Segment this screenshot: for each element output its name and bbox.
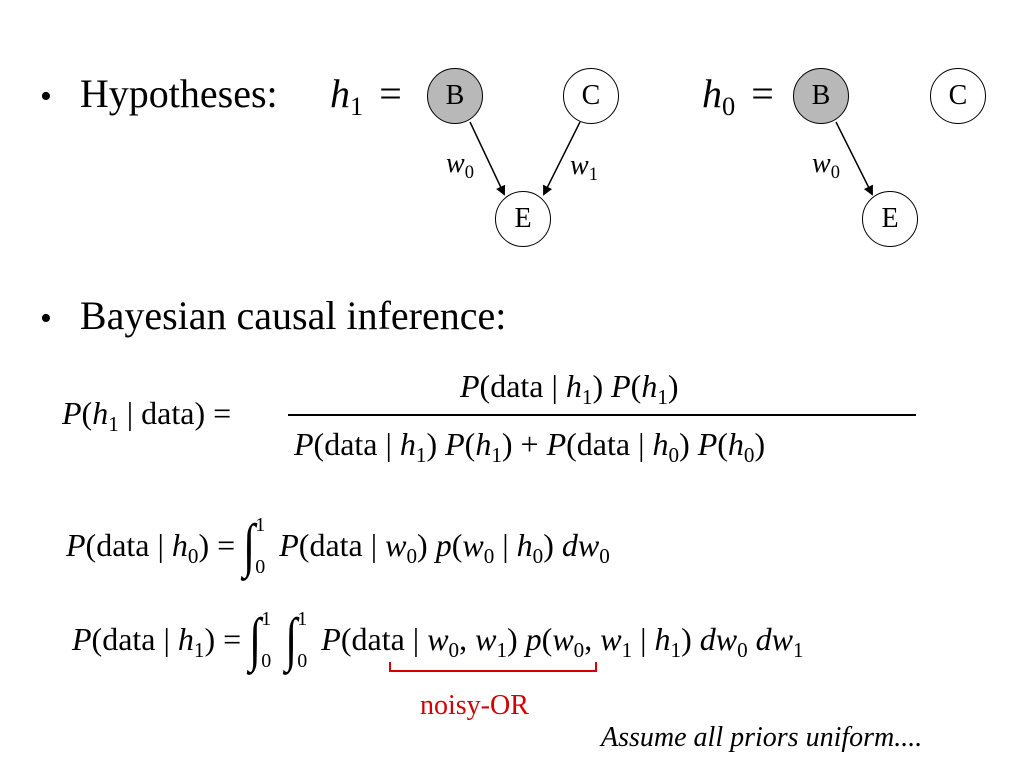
edge-h1-c-e	[543, 121, 581, 196]
hypotheses-bullet: • Hypotheses:	[40, 74, 278, 114]
inference-bullet: • Bayesian causal inference:	[40, 296, 506, 336]
h0-node-b: B	[793, 68, 849, 124]
h1-edge-weight-w0: w0	[446, 148, 474, 182]
bullet-dot: •	[40, 300, 52, 337]
h1-node-e: E	[495, 191, 551, 247]
h0-label: h0 =	[702, 71, 774, 122]
h1-label: h1 =	[330, 71, 402, 122]
noisy-or-label: noisy-OR	[420, 690, 529, 721]
posterior-fraction-bar	[288, 414, 916, 416]
bullet-dot: •	[40, 78, 52, 115]
h0-node-c: C	[930, 68, 986, 124]
hypotheses-label: Hypotheses:	[79, 71, 278, 116]
h0-node-e: E	[862, 191, 918, 247]
inference-label: Bayesian causal inference:	[79, 293, 507, 338]
noisy-or-term: P(data | w0, w1)	[321, 621, 518, 662]
edge-h1-b-e	[469, 121, 506, 196]
posterior-lhs: P(h1 | data) =	[62, 395, 232, 436]
h0-edge-weight-w0: w0	[812, 148, 840, 182]
posterior-denominator: P(data | h1) P(h1) + P(data | h0) P(h0)	[294, 426, 766, 467]
h1-edge-weight-w1: w1	[570, 150, 598, 184]
edge-h0-b-e	[835, 121, 873, 196]
posterior-numerator: P(data | h1) P(h1)	[460, 368, 679, 409]
h1-node-b: B	[427, 68, 483, 124]
graph-edges	[469, 121, 873, 196]
h1-node-c: C	[563, 68, 619, 124]
noisy-or-brace	[389, 662, 597, 672]
footnote: Assume all priors uniform....	[601, 722, 923, 753]
